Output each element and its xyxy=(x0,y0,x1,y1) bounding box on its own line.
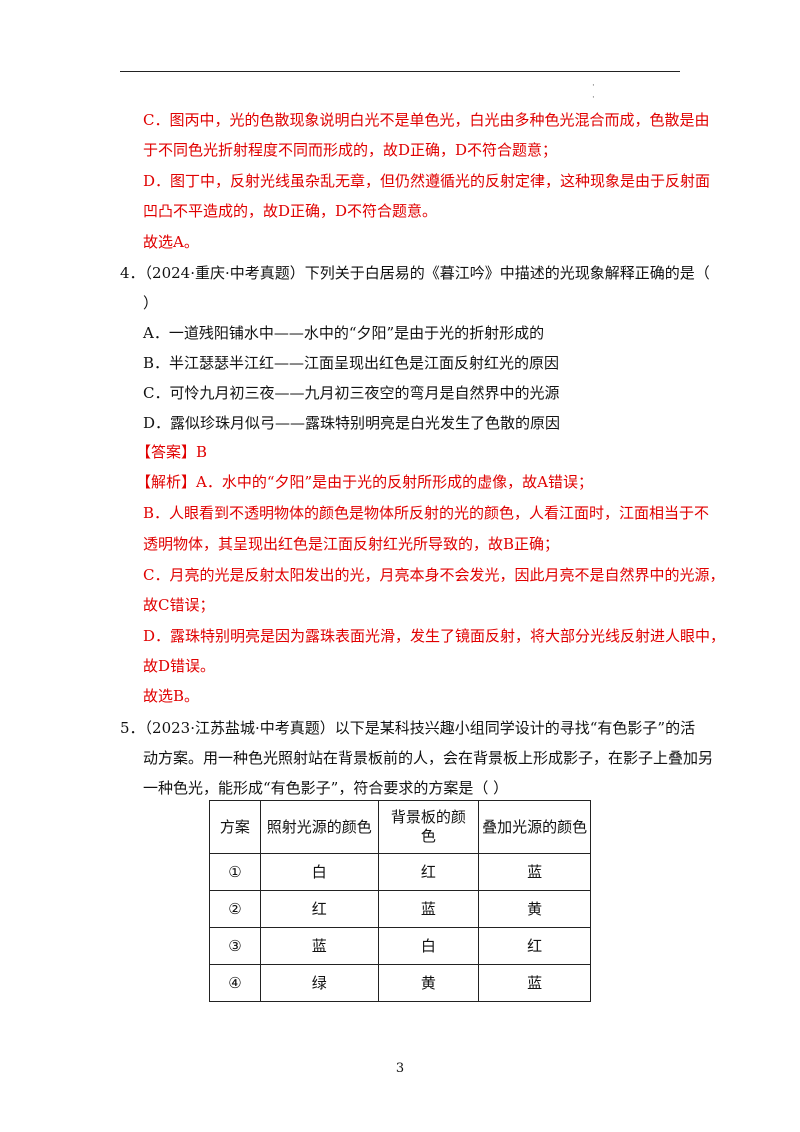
table-cell: 绿 xyxy=(259,964,379,1002)
explanation-c-line2: 于不同色光折射程度不同而形成的，故D正确，D不符合题意； xyxy=(143,141,558,159)
header-dots: · · xyxy=(592,81,595,103)
table-row: ④ 绿 黄 蓝 xyxy=(209,964,591,1002)
table-cell: 白 xyxy=(377,927,480,965)
q4-stem-line2: ） xyxy=(143,294,159,312)
table-cell: 红 xyxy=(478,927,591,965)
q4-analysis-line6: D．露珠特别明亮是因为露珠表面光滑，发生了镜面反射，将大部分光线反射进人眼中， xyxy=(143,627,726,645)
q4-answer: 【答案】B xyxy=(136,443,208,461)
table-row: ② 红 蓝 黄 xyxy=(209,890,591,928)
q4-analysis-line7: 故D错误。 xyxy=(143,657,216,675)
table-cell: ④ xyxy=(209,964,261,1002)
table-cell: 蓝 xyxy=(377,890,480,928)
table-cell: 红 xyxy=(377,853,480,891)
header-plan: 方案 xyxy=(209,800,261,854)
q4-option-a: A．一道残阳铺水中——水中的“夕阳”是由于光的折射形成的 xyxy=(143,324,545,342)
table-cell: ② xyxy=(209,890,261,928)
q4-option-d: D．露似珍珠月似弓——露珠特别明亮是白光发生了色散的原因 xyxy=(143,414,561,432)
header-rule xyxy=(120,71,680,72)
header-light-source: 照射光源的颜色 xyxy=(259,800,379,854)
table-cell: ① xyxy=(209,853,261,891)
q4-analysis-line2: B．人眼看到不透明物体的颜色是物体所反射的光的颜色，人看江面时，江面相当于不 xyxy=(143,504,710,522)
header-background: 背景板的颜 色 xyxy=(377,800,480,854)
q5-stem-line2: 动方案。用一种色光照射站在背景板前的人，会在背景板上形成影子，在影子上叠加另 xyxy=(143,749,714,767)
explanation-conclusion: 故选A。 xyxy=(143,233,199,251)
page-number: 3 xyxy=(395,1061,405,1076)
table-row: ① 白 红 蓝 xyxy=(209,853,591,891)
header-overlay-source: 叠加光源的颜色 xyxy=(478,800,591,854)
q5-stem-line1: 5．（2023·江苏盐城·中考真题）以下是某科技兴趣小组同学设计的寻找“有色影子… xyxy=(120,719,696,737)
q4-analysis-line4: C．月亮的光是反射太阳发出的光，月亮本身不会发光，因此月亮不是自然界中的光源， xyxy=(143,566,725,584)
q4-analysis-line3: 透明物体，其呈现出红色是江面反射红光所导致的，故B正确； xyxy=(143,535,560,553)
table-cell: 蓝 xyxy=(478,853,591,891)
table-row: ③ 蓝 白 红 xyxy=(209,927,591,965)
table-cell: 黄 xyxy=(377,964,480,1002)
q4-option-b: B．半江瑟瑟半江红——江面呈现出红色是江面反射红光的原因 xyxy=(143,354,560,372)
q4-analysis-line1: 【解析】A．水中的“夕阳”是由于光的反射所形成的虚像，故A错误； xyxy=(136,473,594,491)
q5-options-table: 方案 照射光源的颜色 背景板的颜 色 叠加光源的颜色 ① 白 红 蓝 ② 红 蓝… xyxy=(209,800,591,1002)
q4-conclusion: 故选B。 xyxy=(143,687,200,705)
explanation-d-line2: 凹凸不平造成的，故D正确，D不符合题意。 xyxy=(143,202,438,220)
table-cell: 红 xyxy=(259,890,379,928)
explanation-d-line1: D．图丁中，反射光线虽杂乱无章，但仍然遵循光的反射定律，这种现象是由于反射面 xyxy=(143,172,711,190)
table-cell: ③ xyxy=(209,927,261,965)
q4-option-c: C．可怜九月初三夜——九月初三夜空的弯月是自然界中的光源 xyxy=(143,384,560,402)
q4-analysis-line5: 故C错误； xyxy=(143,596,215,614)
table-cell: 黄 xyxy=(478,890,591,928)
q4-stem-line1: 4．（2024·重庆·中考真题）下列关于白居易的《暮江吟》中描述的光现象解释正确… xyxy=(120,264,710,282)
table-cell: 蓝 xyxy=(478,964,591,1002)
explanation-c-line1: C．图丙中，光的色散现象说明白光不是单色光，白光由多种色光混合而成，色散是由 xyxy=(143,111,710,129)
table-cell: 白 xyxy=(259,853,379,891)
q5-stem-line3: 一种色光，能形成“有色影子”，符合要求的方案是（ ） xyxy=(143,779,509,797)
table-cell: 蓝 xyxy=(259,927,379,965)
table-header-row: 方案 照射光源的颜色 背景板的颜 色 叠加光源的颜色 xyxy=(209,800,591,854)
